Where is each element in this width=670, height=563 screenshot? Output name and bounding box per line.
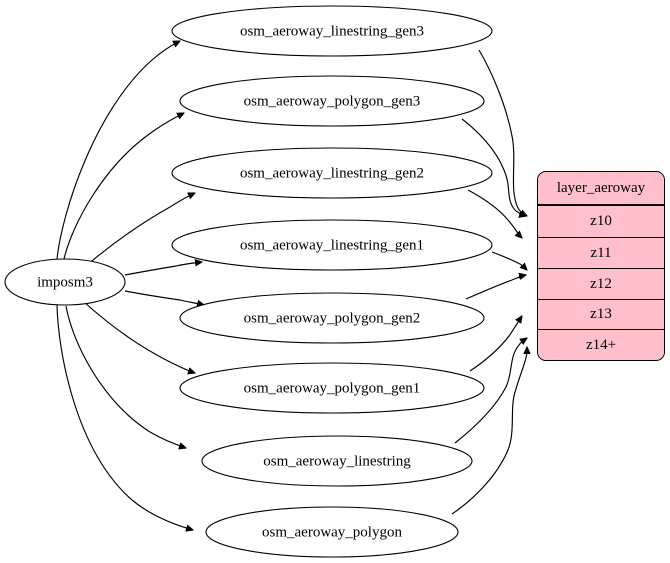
node-osm-aeroway-linestring-gen1[interactable] [171, 219, 493, 271]
edge-imposm3-to-polygon-gen3 [63, 113, 184, 260]
node-label-osm-aeroway-polygon-gen3: osm_aeroway_polygon_gen3 [244, 93, 421, 109]
edge-polygon-gen1-to-z13 [469, 316, 522, 372]
node-label-osm-aeroway-polygon-gen1: osm_aeroway_polygon_gen1 [244, 380, 421, 396]
edge-group-tables-to-layer [451, 49, 527, 515]
edge-imposm3-to-linestring [65, 305, 186, 448]
edge-imposm3-to-polygon-gen1 [83, 301, 195, 373]
node-label-imposm3: imposm3 [37, 274, 93, 290]
edge-imposm3-to-linestring-gen1 [124, 262, 202, 276]
record-header-layer-aeroway: layer_aeroway [538, 172, 664, 206]
edge-linestring-gen1-to-z12 [491, 251, 527, 270]
node-osm-aeroway-linestring-gen3[interactable] [171, 5, 493, 57]
node-group-source: imposm3 [4, 258, 126, 306]
node-label-osm-aeroway-polygon: osm_aeroway_polygon [262, 524, 402, 540]
edge-imposm3-to-linestring-gen2 [86, 193, 195, 266]
record-row-z10[interactable]: z10 [538, 206, 664, 238]
node-layer-aeroway[interactable]: layer_aeroway z10 z11 z12 z13 z14+ [537, 171, 665, 361]
node-imposm3[interactable] [4, 258, 126, 306]
edge-linestring-gen3-to-z10 [478, 49, 527, 216]
edge-imposm3-to-linestring-gen3 [56, 41, 180, 260]
record-row-z12[interactable]: z12 [538, 269, 664, 300]
edge-linestring-to-z13 [454, 338, 527, 444]
edge-polygon-to-z14plus [451, 347, 527, 515]
node-label-osm-aeroway-linestring-gen2: osm_aeroway_linestring_gen2 [240, 165, 424, 181]
node-osm-aeroway-polygon-gen3[interactable] [179, 75, 485, 127]
edge-polygon-gen2-to-z12 [465, 275, 526, 300]
node-label-osm-aeroway-linestring-gen3: osm_aeroway_linestring_gen3 [240, 23, 424, 39]
node-osm-aeroway-polygon[interactable] [205, 506, 459, 558]
node-osm-aeroway-polygon-gen1[interactable] [179, 362, 485, 414]
record-row-z14plus[interactable]: z14+ [538, 330, 664, 360]
node-label-osm-aeroway-polygon-gen2: osm_aeroway_polygon_gen2 [244, 310, 421, 326]
node-label-osm-aeroway-linestring: osm_aeroway_linestring [263, 453, 411, 469]
node-group-tables: osm_aeroway_linestring_gen3 osm_aeroway_… [171, 5, 493, 558]
edge-imposm3-to-polygon [56, 304, 193, 530]
node-osm-aeroway-linestring-gen2[interactable] [171, 147, 493, 199]
node-osm-aeroway-polygon-gen2[interactable] [179, 292, 485, 344]
node-osm-aeroway-linestring[interactable] [201, 435, 473, 487]
edge-imposm3-to-polygon-gen2 [124, 290, 204, 305]
edge-group-source-to-tables [56, 41, 204, 530]
record-row-z11[interactable]: z11 [538, 238, 664, 269]
edge-linestring-gen2-to-z11 [467, 189, 522, 238]
edge-polygon-gen3-to-z10 [461, 118, 526, 216]
record-row-z13[interactable]: z13 [538, 300, 664, 330]
node-label-osm-aeroway-linestring-gen1: osm_aeroway_linestring_gen1 [240, 237, 424, 253]
